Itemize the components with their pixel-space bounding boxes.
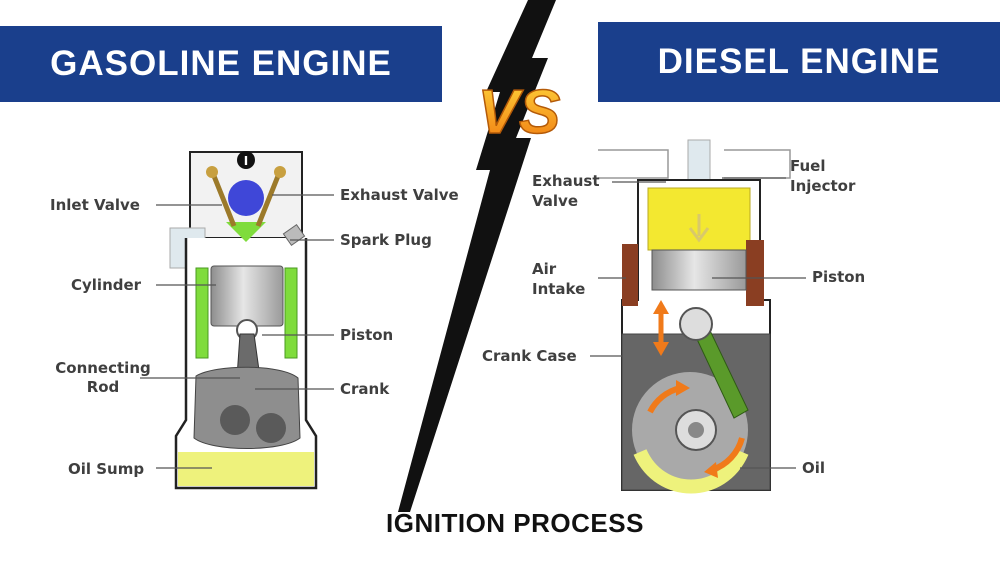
label-oil: Oil	[802, 459, 826, 477]
label-air-intake: Air Intake	[532, 260, 586, 298]
label-crank-case: Crank Case	[482, 347, 577, 365]
stroke-marker: I	[244, 154, 248, 168]
vs-text: VS	[478, 78, 561, 147]
caption: IGNITION PROCESS	[386, 508, 644, 538]
label-spark-plug: Spark Plug	[340, 231, 432, 249]
diesel-leader-lines	[590, 177, 806, 469]
diesel-engine-illustration	[598, 139, 791, 494]
label-cylinder: Cylinder	[71, 276, 142, 294]
gasoline-engine-title: GASOLINE ENGINE	[0, 26, 442, 102]
diesel-engine-title: DIESEL ENGINE	[598, 22, 1000, 102]
label-exhaust-valve-diesel: Exhaust Valve	[532, 172, 600, 210]
gasoline-leader-lines	[140, 194, 334, 469]
label-oil-sump: Oil Sump	[68, 460, 145, 478]
label-inlet-valve: Inlet Valve	[50, 196, 140, 214]
label-fuel-injector: Fuel Injector	[790, 157, 856, 195]
label-exhaust-valve-gasoline: Exhaust Valve	[340, 186, 459, 204]
label-connecting-rod: Connecting Rod	[55, 359, 151, 396]
label-crank: Crank	[340, 380, 390, 398]
label-piston-diesel: Piston	[812, 268, 866, 286]
gasoline-engine-illustration: I	[169, 151, 318, 490]
label-piston-gasoline: Piston	[340, 326, 394, 344]
lightning-divider	[398, 0, 556, 512]
